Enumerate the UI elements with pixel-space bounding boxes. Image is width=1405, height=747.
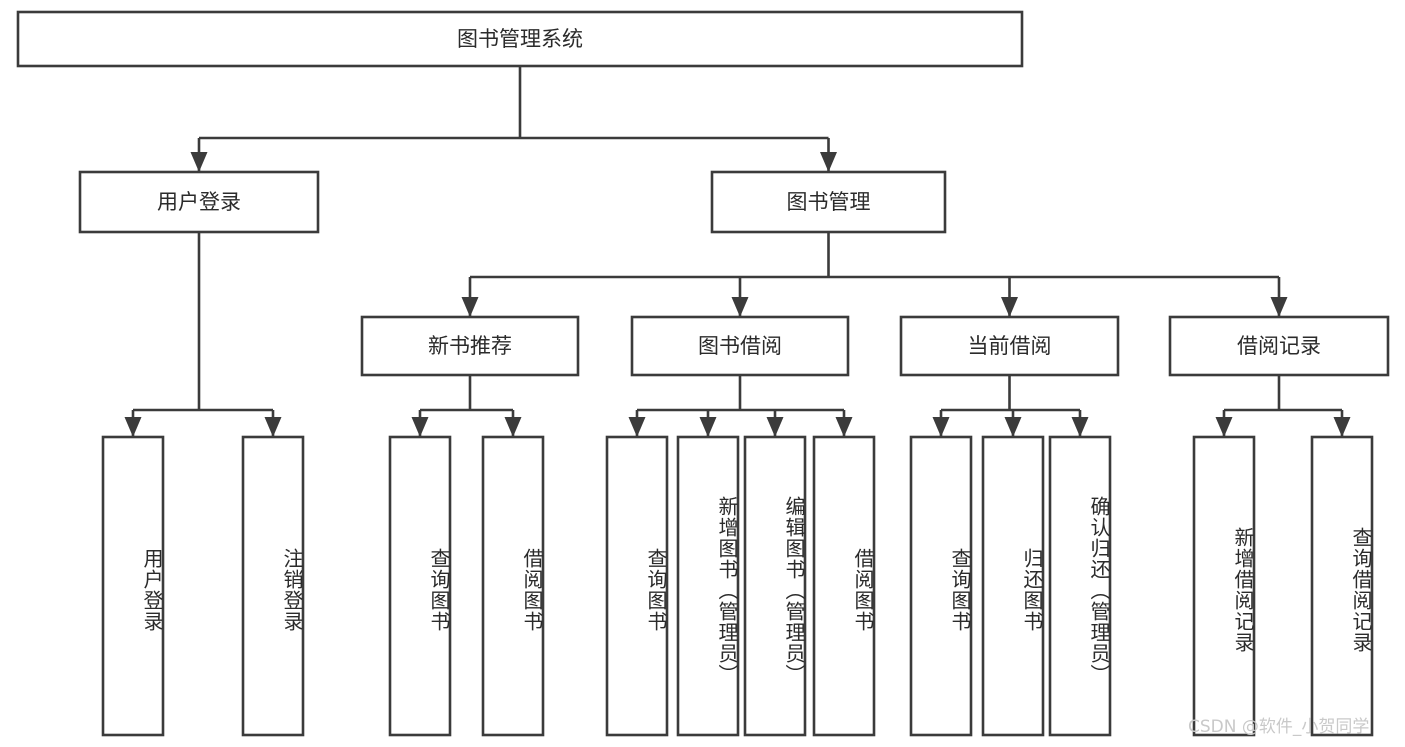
node-label-user-login: 用户登录 [157, 190, 241, 214]
node-box-leaf-edit-book[interactable] [743, 435, 807, 737]
arrow-head [835, 417, 853, 437]
arrow-head [504, 417, 522, 437]
arrow-head [628, 417, 646, 437]
watermark-text: CSDN @软件_小贺同学 [1188, 717, 1370, 737]
node-box-leaf-query-record[interactable] [1310, 435, 1374, 737]
node-box-leaf-borrow-book-2[interactable] [812, 435, 876, 737]
node-box-root[interactable] [16, 10, 1024, 68]
node-label-borrow-record: 借阅记录 [1237, 334, 1321, 358]
arrow-head [1004, 417, 1022, 437]
arrow-head [124, 417, 142, 437]
node-label-new-book-recommend: 新书推荐 [428, 334, 512, 358]
node-box-leaf-user-login[interactable] [101, 435, 165, 737]
node-box-borrow-record[interactable] [1168, 315, 1390, 377]
node-box-leaf-query-book-1[interactable] [388, 435, 452, 737]
arrow-head [1270, 297, 1288, 317]
node-box-leaf-query-book-3[interactable] [909, 435, 973, 737]
arrow-head [264, 417, 282, 437]
node-label-book-borrow: 图书借阅 [698, 334, 782, 358]
node-label-book-management: 图书管理 [787, 190, 871, 214]
node-box-book-borrow[interactable] [630, 315, 850, 377]
arrow-head [411, 417, 429, 437]
node-box-leaf-user-logout[interactable] [241, 435, 305, 737]
node-box-leaf-add-record[interactable] [1192, 435, 1256, 737]
connectors-layer [124, 66, 1351, 437]
node-box-leaf-return-book[interactable] [981, 435, 1045, 737]
arrow-head [1215, 417, 1233, 437]
arrow-head [190, 152, 208, 172]
arrow-head [932, 417, 950, 437]
node-box-current-borrow[interactable] [899, 315, 1120, 377]
node-label-current-borrow: 当前借阅 [968, 334, 1052, 358]
arrow-head [1333, 417, 1351, 437]
nodes-layer [16, 10, 1390, 737]
arrow-head [1001, 297, 1018, 317]
arrow-head [699, 417, 717, 437]
node-label-root: 图书管理系统 [457, 27, 583, 51]
node-box-leaf-add-book[interactable] [676, 435, 740, 737]
node-box-leaf-confirm-return[interactable] [1048, 435, 1112, 737]
node-box-leaf-query-book-2[interactable] [605, 435, 669, 737]
arrow-head [766, 417, 784, 437]
arrow-head [1071, 417, 1089, 437]
arrow-head [820, 152, 837, 172]
node-box-book-management[interactable] [710, 170, 947, 234]
arrow-head [461, 297, 479, 317]
node-box-user-login[interactable] [78, 170, 320, 234]
node-box-new-book-recommend[interactable] [360, 315, 580, 377]
arrow-head [731, 297, 749, 317]
node-box-leaf-borrow-book-1[interactable] [481, 435, 545, 737]
